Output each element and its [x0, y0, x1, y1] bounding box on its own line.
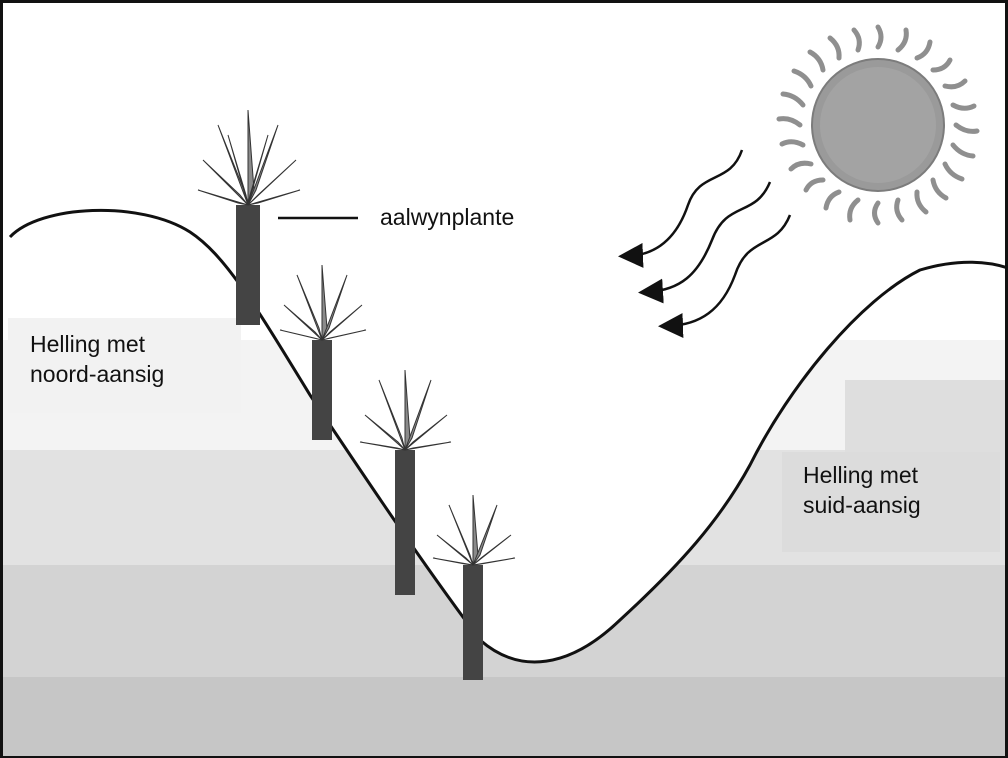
south-slope-label-line-1: Helling met [803, 460, 921, 490]
north-slope-label-line-1: Helling met [30, 329, 164, 359]
north-slope-label-line-2: noord-aansig [30, 359, 164, 389]
north-slope-label: Helling met noord-aansig [30, 329, 164, 389]
south-slope-label-line-2: suid-aansig [803, 490, 921, 520]
south-slope-label: Helling met suid-aansig [803, 460, 921, 520]
aloe-label: aalwynplante [380, 202, 514, 232]
